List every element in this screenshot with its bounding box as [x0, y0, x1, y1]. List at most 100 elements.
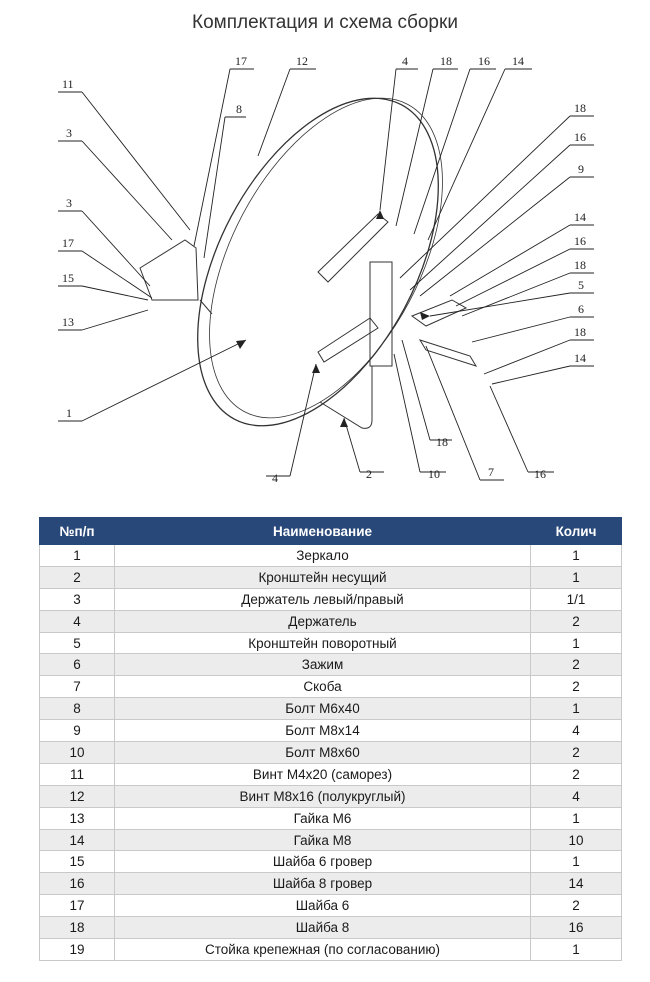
callout-label: 1 [66, 406, 72, 420]
cell-number: 19 [39, 938, 115, 961]
cell-quantity: 10 [530, 828, 622, 852]
page-title: Комплектация и схема сборки [192, 12, 458, 33]
cell-name: Болт М8х60 [114, 741, 531, 764]
callout-label: 7 [488, 465, 494, 479]
cell-name: Шайба 8 гровер [114, 872, 531, 896]
cell-name: Зеркало [114, 544, 531, 567]
cell-quantity: 1 [530, 565, 622, 589]
cell-name: Кронштейн поворотный [114, 631, 531, 655]
cell-number: 1 [39, 544, 115, 567]
cell-number: 13 [39, 806, 115, 830]
cell-number: 6 [39, 653, 115, 677]
callout-label: 18 [574, 258, 586, 272]
clamp [418, 339, 478, 367]
cell-quantity: 1 [530, 697, 622, 721]
cell-name: Болт М6х40 [114, 697, 531, 721]
callout-label: 3 [66, 196, 72, 210]
cell-number: 14 [39, 828, 115, 852]
cell-quantity: 2 [530, 653, 622, 677]
column-header-name: Наименование [114, 517, 531, 545]
cell-number: 7 [39, 675, 115, 699]
cell-quantity: 2 [530, 675, 622, 699]
cell-quantity: 1 [530, 938, 622, 961]
cell-number: 16 [39, 872, 115, 896]
cell-quantity: 2 [530, 741, 622, 764]
column-header-quantity: Колич [530, 517, 622, 545]
cell-number: 5 [39, 631, 115, 655]
callout-label: 17 [62, 236, 74, 250]
callout-label: 11 [62, 77, 74, 91]
cell-quantity: 2 [530, 894, 622, 918]
callout-label: 16 [574, 234, 586, 248]
callout-label: 16 [574, 130, 586, 144]
callout-label: 18 [440, 54, 452, 68]
callout-label: 16 [478, 54, 490, 68]
callout-labels: 11 3 3 17 15 13 1 17 8 12 4 18 16 14 18 … [62, 54, 586, 485]
callout-label: 4 [272, 471, 278, 485]
cell-quantity: 1 [530, 631, 622, 655]
callout-label: 14 [512, 54, 524, 68]
cell-quantity: 1 [530, 850, 622, 874]
cell-number: 11 [39, 762, 115, 786]
cell-quantity: 4 [530, 784, 622, 808]
cell-name: Винт М4х20 (саморез) [114, 762, 531, 786]
callout-label: 14 [574, 351, 586, 365]
dish-outline [197, 97, 439, 427]
cell-number: 10 [39, 741, 115, 764]
cell-quantity: 1/1 [530, 587, 622, 611]
holder-lower [317, 317, 379, 363]
cell-name: Держатель [114, 609, 531, 633]
callout-label: 17 [235, 54, 247, 68]
cell-quantity: 2 [530, 609, 622, 633]
callout-label: 18 [436, 435, 448, 449]
callout-label: 16 [534, 467, 546, 481]
cell-name: Зажим [114, 653, 531, 677]
holder-upper [317, 213, 389, 283]
callout-label: 14 [574, 210, 586, 224]
bracket-body [369, 261, 393, 367]
support-bracket [319, 366, 373, 429]
cell-name: Шайба 6 гровер [114, 850, 531, 874]
callout-label: 12 [296, 54, 308, 68]
cell-number: 2 [39, 565, 115, 589]
cell-name: Винт М8х16 (полукруглый) [114, 784, 531, 808]
cell-number: 18 [39, 916, 115, 940]
cell-number: 8 [39, 697, 115, 721]
column-header-number: №п/п [39, 517, 115, 545]
cell-number: 17 [39, 894, 115, 918]
cell-name: Шайба 8 [114, 916, 531, 940]
cell-number: 12 [39, 784, 115, 808]
cell-name: Гайка М6 [114, 806, 531, 830]
cell-name: Гайка М8 [114, 828, 531, 852]
callout-label: 2 [366, 467, 372, 481]
callout-label: 9 [578, 162, 584, 176]
callout-label: 4 [402, 54, 408, 68]
cell-quantity: 1 [530, 806, 622, 830]
cell-quantity: 2 [530, 762, 622, 786]
assembly-diagram: 11 3 3 17 15 13 1 17 8 12 4 18 16 14 18 … [0, 40, 650, 510]
left-holder [139, 239, 199, 301]
cell-number: 4 [39, 609, 115, 633]
cell-name: Держатель левый/правый [114, 587, 531, 611]
cell-name: Кронштейн несущий [114, 565, 531, 589]
cell-name: Скоба [114, 675, 531, 699]
